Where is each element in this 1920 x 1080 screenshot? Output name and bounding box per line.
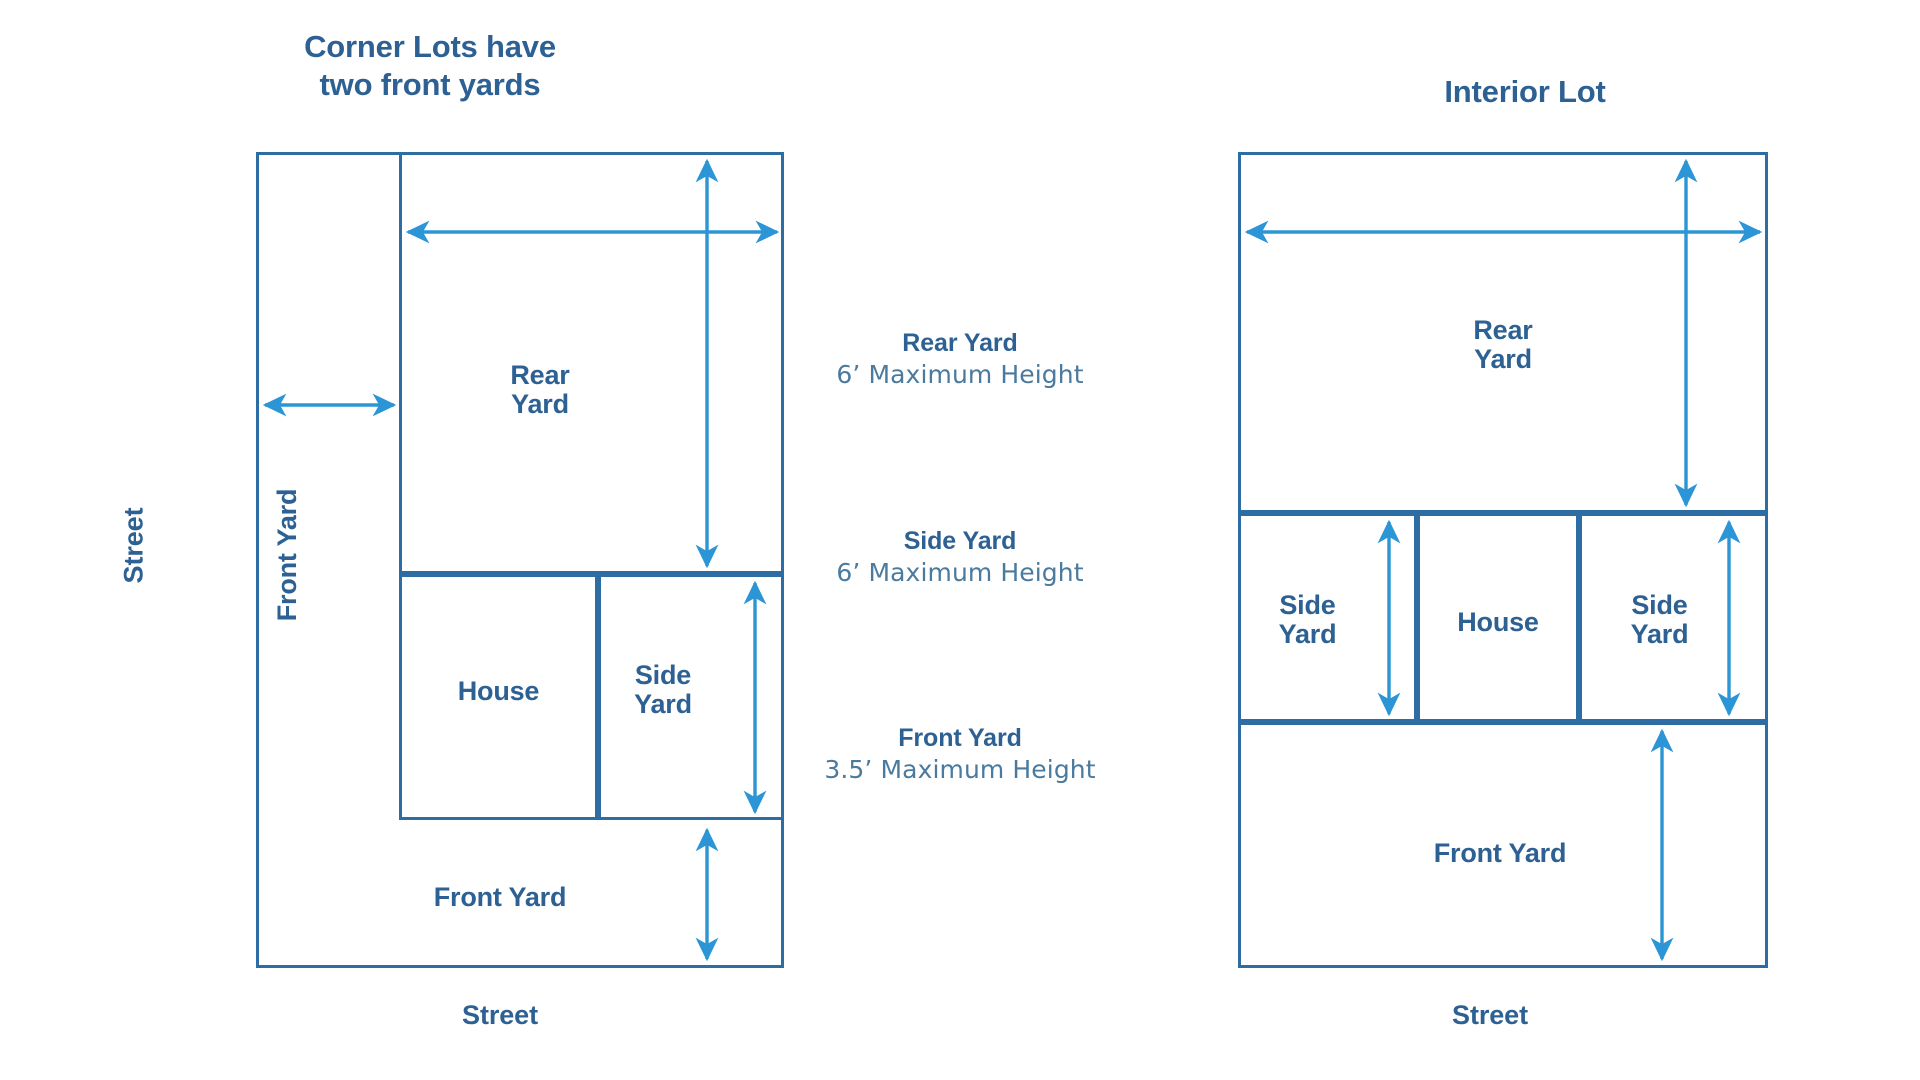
- legend-side-yard-heading: Side Yard: [903, 527, 1017, 555]
- legend-side-yard-sub: 6’ Maximum Height: [836, 558, 1084, 588]
- right-house-cell: [1417, 513, 1579, 722]
- left-street-label-west: Street: [118, 507, 149, 584]
- legend-item-side-yard: Side Yard 6’ Maximum Height: [750, 526, 1170, 590]
- left-street-label-south: Street: [462, 1000, 538, 1030]
- right-rear-yard-cell: [1238, 152, 1768, 513]
- legend-item-rear-yard: Rear Yard 6’ Maximum Height: [750, 328, 1170, 392]
- right-side-yard-right-cell: [1579, 513, 1768, 722]
- legend-front-yard-sub: 3.5’ Maximum Height: [824, 755, 1096, 785]
- right-side-yard-left-cell: [1238, 513, 1417, 722]
- left-diagram-title: Corner Lots have two front yards: [304, 29, 556, 103]
- left-rear-yard-cell: [399, 152, 784, 574]
- left-house-cell: [399, 574, 598, 820]
- legend-rear-yard-heading: Rear Yard: [902, 329, 1018, 357]
- right-front-yard-cell: [1238, 722, 1768, 968]
- right-street-label-south: Street: [1452, 1000, 1528, 1030]
- legend-item-front-yard: Front Yard 3.5’ Maximum Height: [750, 723, 1170, 787]
- legend-rear-yard-sub: 6’ Maximum Height: [836, 360, 1084, 390]
- left-side-yard-cell: [598, 574, 784, 820]
- right-diagram-title: Interior Lot: [1444, 74, 1606, 109]
- legend-front-yard-heading: Front Yard: [898, 724, 1022, 752]
